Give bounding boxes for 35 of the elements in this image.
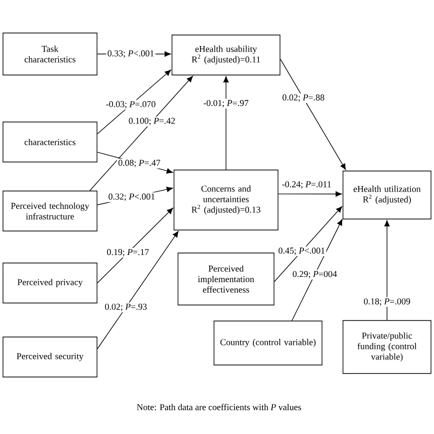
- variable-box: Perceived implementation effectiveness: [178, 252, 274, 306]
- arrow: [223, 76, 229, 170]
- edge-label: 0.08; P=.47: [116, 158, 162, 168]
- variable-box: eHealth utilization R$^{2}$ (adjusted): [342, 170, 432, 220]
- variable-box: Task characteristics: [2, 32, 98, 76]
- edge-label: -0.01; P=.97: [202, 98, 250, 109]
- edge-label: 0.100; P=.42: [127, 116, 177, 126]
- edge-label: 0.19; P=.17: [106, 248, 150, 258]
- variable-box: Concerns and uncertainties R$^{2}$ (adjusted)=0.13: [174, 170, 278, 230]
- edge-label: 0.33; P<.001: [106, 49, 156, 59]
- edge-label: 0.02; P=.93: [104, 302, 148, 312]
- edge-label: 0.45; P<.001: [277, 246, 326, 256]
- note-text: Note: Path data are coefficients with P values: [136, 404, 302, 410]
- arrow: [278, 191, 342, 197]
- edge-label: 0.02; P=.88: [281, 93, 326, 103]
- variable-box: Country (control variable): [214, 320, 322, 366]
- edge-label: 0.32; P<.001: [107, 192, 156, 202]
- arrow: [97, 70, 172, 134]
- variable-box: Private/public funding (control variable): [342, 320, 432, 374]
- arrow: [97, 231, 179, 350]
- variable-box: Perceived technology infrastructure: [2, 190, 98, 232]
- arrow: [274, 206, 342, 282]
- arrow: [97, 208, 174, 284]
- variable-box: eHealth usability R$^{2}$ (adjusted)=0.11: [172, 34, 280, 76]
- variable-box: Perceived privacy: [2, 262, 98, 304]
- edge-label: 0.29; P=004: [291, 270, 338, 280]
- arrow: [89, 76, 193, 191]
- edge-label: -0.24; P=.011: [280, 180, 333, 190]
- variable-box: characteristics: [2, 122, 98, 162]
- arrow: [384, 220, 390, 320]
- edge-label: -0.03; P=.070: [104, 100, 157, 110]
- arrow: [280, 58, 346, 170]
- variable-box: Perceived security: [2, 336, 98, 378]
- arrow: [292, 219, 342, 321]
- edge-label: 0.18; P=.009: [362, 297, 412, 307]
